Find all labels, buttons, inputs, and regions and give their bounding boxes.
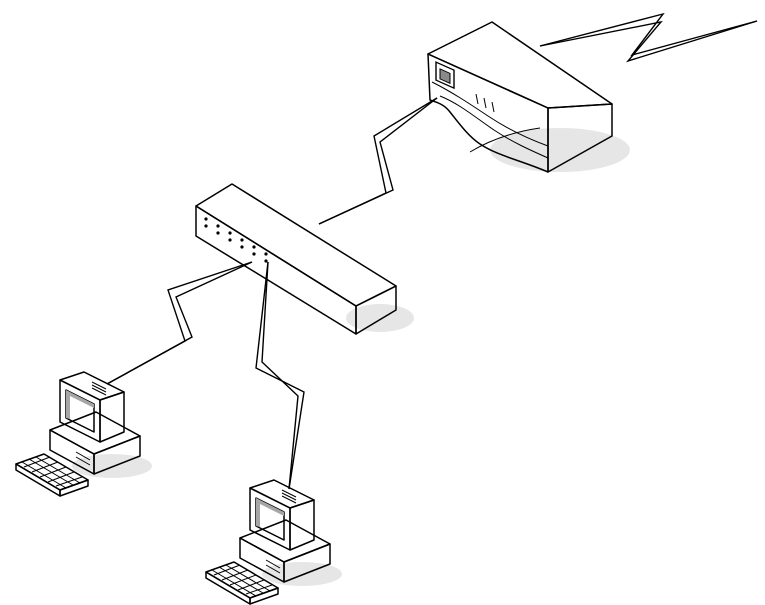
hub-front-face xyxy=(195,205,357,335)
link-router-to-hub xyxy=(318,97,438,225)
computer-1-monitor-front xyxy=(59,379,101,443)
computer-2-shadow xyxy=(262,562,342,586)
router-device xyxy=(427,21,630,173)
computer-2-monitor-front xyxy=(249,487,291,551)
link-hub-to-computer-1 xyxy=(106,261,253,385)
hub-side-face xyxy=(355,285,397,335)
router-shadow xyxy=(490,128,630,172)
desktop-computer-2 xyxy=(205,479,342,605)
hub-shadow xyxy=(346,304,414,332)
computer-2-screen xyxy=(255,497,285,541)
computer-2-keyboard xyxy=(205,561,279,605)
computer-1-shadow xyxy=(72,454,152,478)
link-router-to-external xyxy=(539,12,758,63)
router-front-face xyxy=(427,53,549,173)
link-hub-to-computer-2 xyxy=(255,261,305,490)
desktop-computer-1 xyxy=(15,371,152,497)
hub-port-leds xyxy=(204,217,268,263)
computer-1-keyboard xyxy=(15,453,89,497)
network-hub-device xyxy=(195,183,414,335)
computer-1-screen xyxy=(65,389,95,433)
